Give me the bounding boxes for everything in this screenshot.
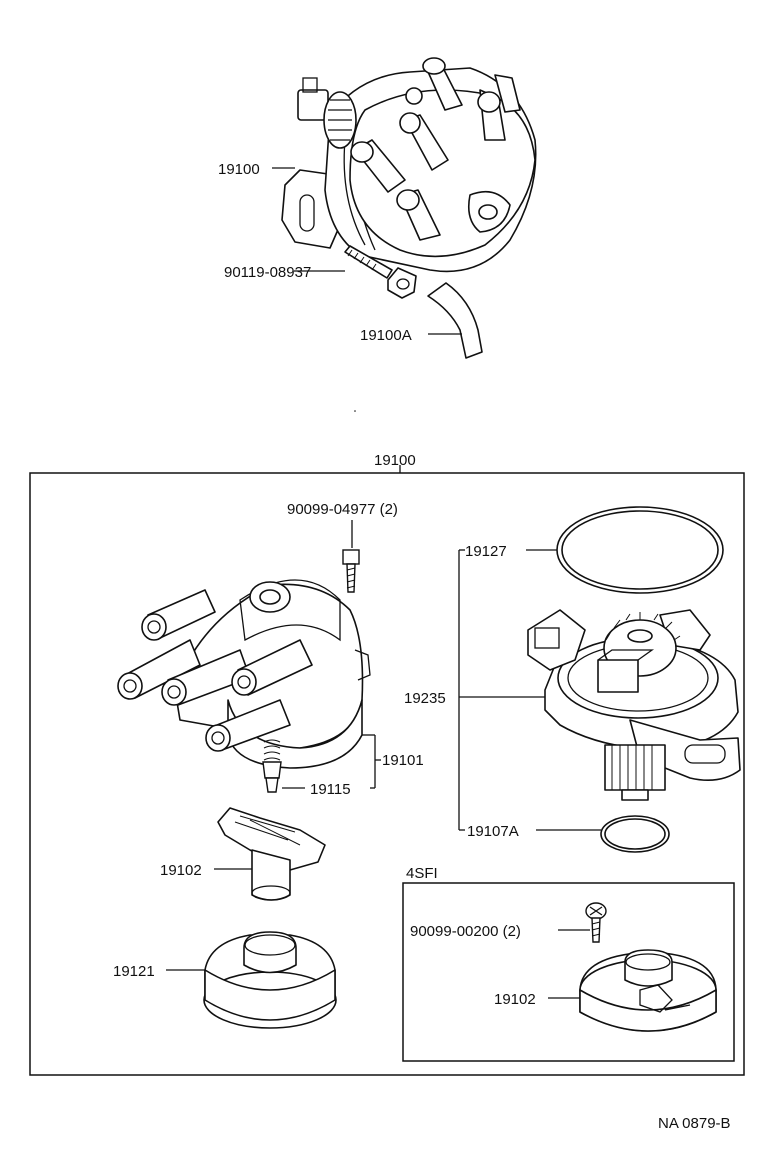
label-assy-box: 19100: [374, 452, 416, 469]
distributor-cap-drawing: [117, 579, 371, 769]
rotor-screw-drawing: [585, 902, 607, 943]
label-cap: 19101: [382, 752, 424, 769]
large-o-ring-drawing: [556, 506, 724, 594]
label-rotor-sfi: 19102: [494, 991, 536, 1008]
label-cover: 19121: [113, 963, 155, 980]
label-plate: 19100A: [360, 327, 412, 344]
variant-frame: [402, 882, 735, 1062]
cap-screw-drawing: [342, 549, 360, 593]
label-brush: 19115: [310, 781, 351, 798]
label-assy-top: 19100: [218, 161, 260, 178]
small-o-ring-drawing: [600, 815, 670, 853]
label-sub-box: 4SFI: [406, 865, 438, 882]
carbon-brush-drawing: [262, 739, 282, 793]
label-oring-large: 19127: [465, 543, 507, 560]
distributor-assembly-drawing: [281, 57, 537, 359]
dust-cover-drawing: [203, 931, 337, 1029]
label-housing: 19235: [404, 690, 446, 707]
label-oring-small: 19107A: [467, 823, 519, 840]
rotor-drawing: [217, 807, 326, 901]
label-screw-cap: 90099-04977 (2): [287, 501, 398, 518]
assembly-frame: [29, 472, 745, 1076]
housing-drawing: [527, 609, 741, 801]
reference-code: NA 0879-B: [658, 1115, 731, 1132]
label-screw-rotor: 90099-00200 (2): [410, 923, 521, 940]
label-rotor: 19102: [160, 862, 202, 879]
label-bolt-top: 90119-08937: [224, 264, 311, 281]
rotor-sfi-drawing: [579, 949, 717, 1032]
